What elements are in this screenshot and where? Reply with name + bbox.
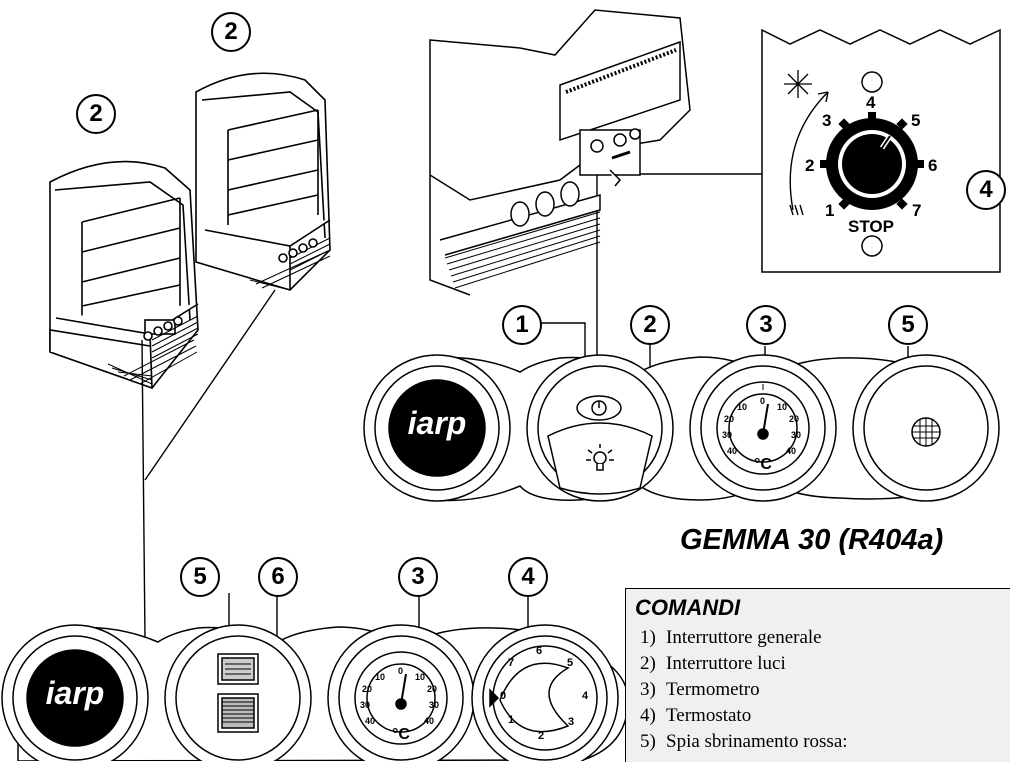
callout-bottom-6: 6 — [258, 557, 298, 597]
legend-title: COMANDI — [635, 595, 741, 620]
thermostat-dial-bottom[interactable] — [489, 645, 598, 751]
power-icon[interactable] — [576, 395, 622, 421]
knob-number-1: 1 — [825, 201, 835, 220]
callout-top-2: 2 — [630, 305, 670, 345]
legend-item-number: 2) — [640, 653, 656, 674]
thermometer-gauge-bottom — [354, 651, 448, 745]
callout-cabinet-right: 2 — [211, 12, 251, 52]
callout-top-3: 3 — [746, 305, 786, 345]
legend-box: COMANDI 1) Interruttore generale 2) Interr… — [625, 588, 1010, 762]
callout-cabinet-left: 2 — [76, 94, 116, 134]
legend-item-number: 4) — [640, 705, 656, 726]
legend-item-text: Termometro — [666, 679, 760, 700]
legend-item-text: Interruttore generale — [666, 627, 822, 648]
brand-logo-disc — [388, 379, 486, 477]
legend-item-text: Termostato — [666, 705, 752, 726]
legend-item: 3) Termometro — [640, 677, 1010, 703]
knob-number-7: 7 — [912, 201, 922, 220]
callout-top-1: 1 — [502, 305, 542, 345]
snowflake-icon — [784, 70, 812, 98]
thermostat-detail-panel — [761, 28, 1001, 273]
legend-item-text: Spia sbrinamento rossa: — [666, 731, 848, 752]
status-lamp-6 — [217, 653, 259, 685]
knob-stop-label: STOP — [848, 217, 894, 236]
legend-item-number: 5) — [640, 731, 656, 752]
brand-logo-top: iarp — [407, 405, 467, 441]
legend-item-text: Interruttore luci — [666, 653, 786, 674]
legend-item-number: 1) — [640, 627, 656, 648]
legend-item: 1) Interruttore generale — [640, 625, 1010, 651]
callout-bottom-3: 3 — [398, 557, 438, 597]
knob-number-2: 2 — [805, 156, 815, 175]
display-cabinet-right — [195, 72, 331, 291]
callout-thermostat: 4 — [966, 170, 1006, 210]
knob-number-3: 3 — [822, 111, 832, 130]
model-title: GEMMA 30 (R404a) — [680, 524, 944, 556]
knob-number-6: 6 — [928, 156, 938, 175]
display-cabinet-left — [49, 160, 199, 389]
knob-number-5: 5 — [911, 111, 921, 130]
legend-list: 1) Interruttore generale 2) Interruttore l… — [640, 625, 1010, 755]
status-lamp-5 — [217, 693, 259, 733]
legend-item-number: 3) — [640, 679, 656, 700]
knob-number-4: 4 — [866, 93, 876, 112]
brand-logo-bottom: iarp — [45, 675, 105, 711]
thermometer-gauge — [716, 381, 810, 475]
top-control-panel — [363, 354, 1000, 502]
defrost-lamp-icon — [911, 417, 941, 447]
callout-top-5: 5 — [888, 305, 928, 345]
machine-unit — [429, 9, 691, 296]
legend-item: 4) Termostato — [640, 703, 1010, 729]
legend-item: 5) Spia sbrinamento rossa: — [640, 729, 1010, 755]
legend-item: 2) Interruttore luci — [640, 651, 1010, 677]
light-bulb-icon — [586, 444, 614, 471]
callout-bottom-4: 4 — [508, 557, 548, 597]
callout-bottom-5: 5 — [180, 557, 220, 597]
bottom-control-panel — [1, 624, 629, 761]
